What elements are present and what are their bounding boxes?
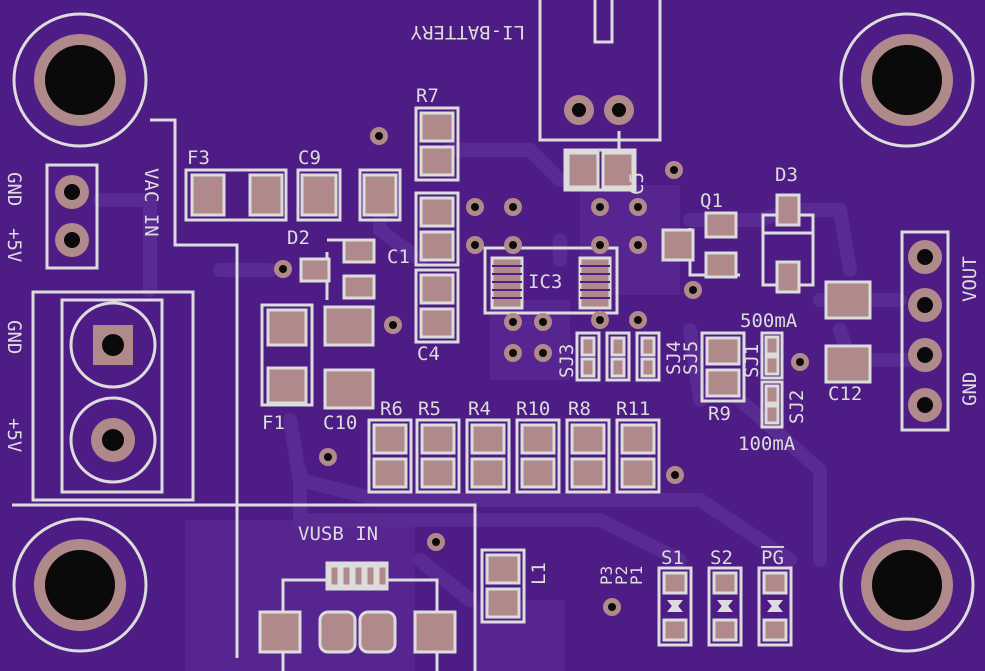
label-p1: P1 <box>627 566 646 585</box>
mounting-hole-bottom-left <box>12 517 148 653</box>
label-q1: Q1 <box>700 190 723 212</box>
label-r9: R9 <box>708 403 731 425</box>
label-sj3: SJ3 <box>556 344 578 378</box>
label-c1: C1 <box>387 246 410 268</box>
mounting-hole-top-left <box>12 12 148 148</box>
label-r4: R4 <box>468 398 491 420</box>
label-r5: R5 <box>418 398 441 420</box>
label-s2: S2 <box>710 547 733 569</box>
led-arrows <box>667 600 783 612</box>
label-c12: C12 <box>828 383 862 405</box>
label-5v-left-top: +5V <box>3 228 25 262</box>
label-sj2: SJ2 <box>786 390 808 424</box>
label-p3: P3 <box>597 566 616 585</box>
label-r6: R6 <box>380 398 403 420</box>
label-c5: C5 <box>626 172 648 195</box>
label-gnd-left-mid: GND <box>3 320 25 354</box>
label-l1: L1 <box>528 562 550 585</box>
ic3-pin-lines <box>492 265 610 299</box>
smd-pads <box>184 106 872 654</box>
label-d2: D2 <box>287 227 310 249</box>
label-vusb-in: VUSB IN <box>298 523 378 545</box>
label-f1: F1 <box>262 412 285 434</box>
label-gnd-right: GND <box>959 372 981 406</box>
silkscreen-outlines <box>12 0 950 671</box>
label-5v-left-mid: +5V <box>3 418 25 452</box>
left-header-pins <box>55 175 89 257</box>
label-vac-in: VAC IN <box>140 168 162 237</box>
label-ic3: IC3 <box>528 271 562 293</box>
label-sj4: SJ4 <box>663 341 685 375</box>
battery-pads <box>564 95 634 149</box>
label-gnd-left-top: GND <box>3 172 25 206</box>
mounting-hole-top-right <box>839 12 975 148</box>
mounting-hole-bottom-right <box>839 517 975 653</box>
label-sj5: SJ5 <box>680 341 702 375</box>
label-vout: VOUT <box>959 256 981 302</box>
label-500ma: 500mA <box>740 310 798 332</box>
label-s1: S1 <box>661 547 684 569</box>
terminal-block-pins <box>69 301 157 484</box>
label-r10: R10 <box>516 398 550 420</box>
label-c4: C4 <box>417 343 440 365</box>
label-p2: P2 <box>612 566 631 585</box>
label-c9: C9 <box>298 147 321 169</box>
label-100ma: 100mA <box>738 433 796 455</box>
label-r11: R11 <box>616 398 650 420</box>
label-d3: D3 <box>775 164 798 186</box>
label-r7: R7 <box>416 85 439 107</box>
label-c10: C10 <box>323 412 357 434</box>
label-sj1: SJ1 <box>741 344 763 378</box>
label-f3: F3 <box>187 147 210 169</box>
right-header-pins <box>908 240 942 422</box>
label-pg: PG <box>761 547 784 569</box>
label-r8: R8 <box>568 398 591 420</box>
vias <box>274 127 809 616</box>
label-li-battery: LI-BATTERY <box>410 21 525 43</box>
